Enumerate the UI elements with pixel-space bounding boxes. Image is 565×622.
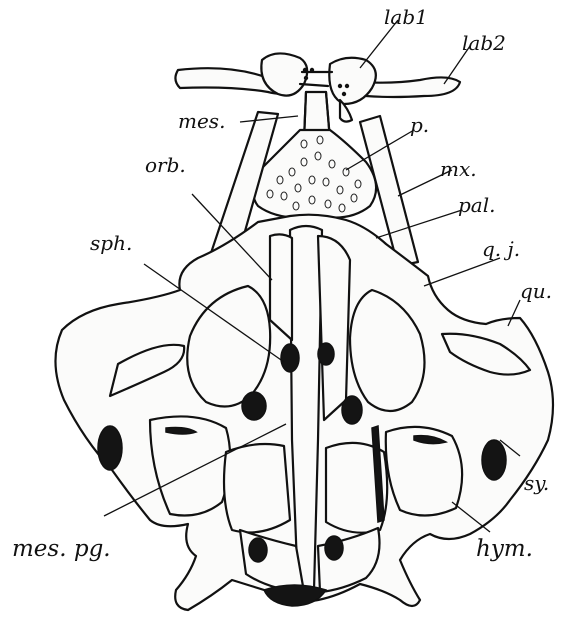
label-mx: mx. xyxy=(440,157,477,181)
label-mes: mes. xyxy=(178,109,225,133)
label-lab1: lab1 xyxy=(384,5,428,29)
label-qj: q. j. xyxy=(482,237,520,261)
label-lab2: lab2 xyxy=(462,31,506,55)
label-sy: sy. xyxy=(524,471,549,495)
label-mes-pg: mes. pg. xyxy=(12,536,111,562)
premaxillary-p xyxy=(253,130,376,218)
label-hym: hym. xyxy=(476,536,533,562)
label-pal: pal. xyxy=(458,193,495,217)
label-orb: orb. xyxy=(145,153,186,177)
label-p: p. xyxy=(410,113,429,137)
label-qu: qu. xyxy=(520,279,552,303)
label-sph: sph. xyxy=(90,231,132,255)
